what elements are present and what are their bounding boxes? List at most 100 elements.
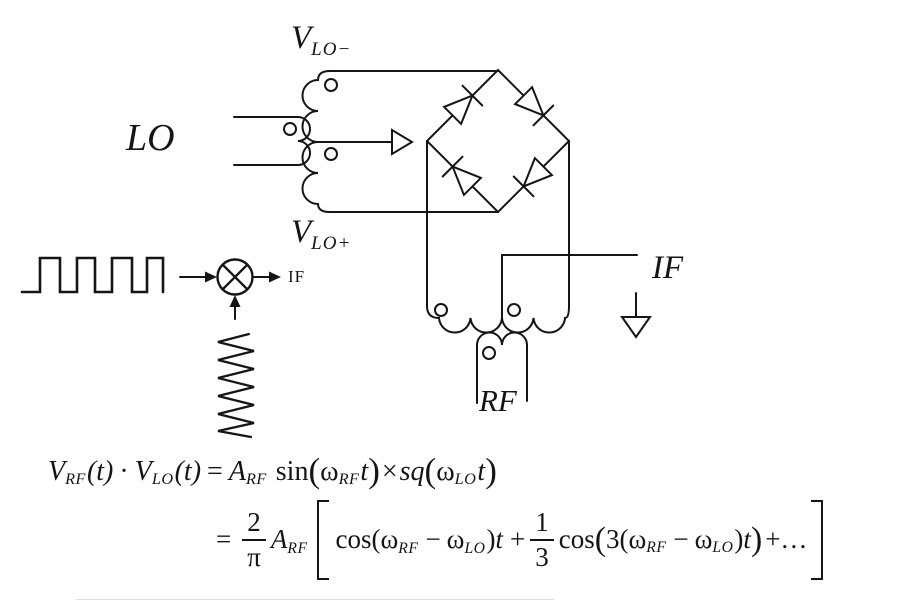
lo-label: LO [126, 117, 175, 159]
diode-triangle [513, 85, 546, 118]
lo-primary-phase-dot [283, 122, 297, 136]
scan-artifact-line [76, 599, 554, 600]
eq1-omega1-sub: RF [338, 470, 360, 489]
eq2-t1: t [495, 524, 503, 555]
eq2-second-term: cos(3(ωRF−ωLO)t)+… [559, 521, 808, 560]
ground-triangle [620, 316, 652, 339]
eq2-rparen2: ) [750, 520, 763, 558]
eq2-omega3: ω [628, 523, 647, 554]
right-bracket [811, 500, 824, 580]
eq2-fraction-1-3: 1 3 [530, 509, 554, 571]
equation-line-2: = 2 π ARF cos(ωRF−ωLO)t+ 1 3 cos(3(ωRF−ω… [216, 498, 824, 582]
eq2-fraction-2-pi: 2 π [242, 509, 266, 571]
eq1-t1: t [360, 455, 369, 487]
diode-cathode-bar [532, 104, 555, 127]
vlo-plus-symbol: V [291, 214, 312, 250]
eq2-omega4: ω [694, 523, 713, 554]
diode-bottom-right [512, 156, 554, 198]
lo-primary-coil [297, 116, 311, 166]
diode-bottom-left [441, 155, 483, 197]
eq2-frac2-denominator: 3 [535, 542, 549, 572]
rf-primary-phase-dot [482, 346, 496, 360]
mixer-x [221, 263, 249, 291]
vlo-plus-label: VLO+ [291, 214, 351, 254]
eq1-omega2: ω [436, 455, 455, 487]
eq1-t2: t [477, 455, 486, 487]
mixer-symbol [179, 258, 281, 320]
eq1-arg1: (t) [86, 455, 114, 487]
eq2-ellipsis: … [780, 523, 808, 554]
eq2-cos1: cos [335, 524, 372, 555]
eq1-a-sub: RF [245, 470, 267, 489]
mixer-output-arrowhead [269, 271, 281, 283]
ground-symbol [620, 292, 652, 339]
eq1-cdot: · [119, 455, 129, 487]
eq2-first-term: cos(ωRF−ωLO)t+ [335, 524, 526, 557]
diode-triangle [521, 156, 554, 189]
eq1-omega2-sub: LO [454, 470, 477, 489]
eq2-minus1: − [425, 524, 441, 555]
diode-triangle [442, 93, 475, 126]
eq1-times: × [381, 455, 398, 487]
vlo-minus-subscript: LO− [311, 39, 352, 60]
diode-cathode-bar [441, 155, 464, 178]
eq1-omega1: ω [320, 455, 339, 487]
eq2-minus2: − [673, 523, 689, 554]
vlo-minus-symbol: V [291, 20, 312, 56]
eq1-rparen1: ) [368, 451, 380, 490]
eq2-a-sub: RF [287, 539, 308, 557]
eq1-v2: V [134, 455, 152, 487]
ring-outline [425, 68, 571, 214]
if-port-label: IF [652, 250, 684, 286]
mixer-input-arrowhead [205, 271, 217, 283]
rf-secondary-phase-dot-right [507, 303, 521, 317]
eq1-v1-sub: RF [65, 470, 86, 489]
rf-transformer [426, 140, 570, 404]
vlo-plus-subscript: LO+ [311, 233, 352, 254]
eq2-t2: t [743, 523, 751, 554]
eq2-amplitude: ARF [270, 524, 309, 557]
eq2-omega4-sub: LO [712, 538, 734, 556]
eq1-sin: sin [275, 455, 309, 487]
eq1-sq: sq [399, 455, 425, 487]
eq2-frac2-numerator: 1 [530, 509, 554, 541]
rf-secondary-phase-dot-left [434, 303, 448, 317]
eq2-plus2: + [765, 523, 781, 554]
diode-triangle [450, 164, 483, 197]
eq2-inner3: 3( [605, 523, 629, 554]
eq2-frac1-denominator: π [247, 542, 261, 572]
eq2-cos2: cos [558, 523, 595, 554]
lo-secondary-phase-dot-top [324, 78, 338, 92]
eq2-omega2: ω [446, 524, 465, 555]
eq2-lparen2: ( [594, 520, 606, 558]
diode-cathode-bar [512, 175, 535, 198]
eq2-omega2-sub: LO [464, 539, 486, 557]
rf-port-label: RF [479, 383, 517, 418]
mixer-if-label: IF [288, 267, 306, 286]
eq2-omega1-sub: RF [398, 539, 419, 557]
mixer-bottom-arrowhead [229, 295, 241, 307]
eq1-a: A [228, 455, 246, 487]
eq2-frac1-numerator: 2 [242, 509, 266, 541]
diode-top-left [442, 84, 484, 126]
sine-wave-symbol [217, 332, 255, 439]
left-bracket [316, 500, 329, 580]
eq2-omega1: ω [380, 524, 399, 555]
eq2-plus1: + [509, 524, 526, 555]
eq1-arg2: (t) [174, 455, 202, 487]
diode-ring-bridge [425, 68, 571, 214]
eq2-omega3-sub: RF [646, 538, 667, 556]
eq2-rinner: ) [734, 523, 744, 554]
lo-secondary-coil-top [301, 70, 499, 143]
eq2-equals: = [216, 524, 232, 555]
square-wave-symbol [20, 256, 165, 294]
eq1-lparen1: ( [308, 451, 321, 490]
eq2-a: A [270, 524, 288, 555]
lo-secondary-phase-dot-bottom [324, 147, 338, 161]
eq2-rparen1: ) [486, 524, 496, 555]
diode-top-right [513, 85, 555, 127]
vlo-minus-label: VLO− [291, 20, 351, 60]
eq1-v1: V [48, 455, 66, 487]
